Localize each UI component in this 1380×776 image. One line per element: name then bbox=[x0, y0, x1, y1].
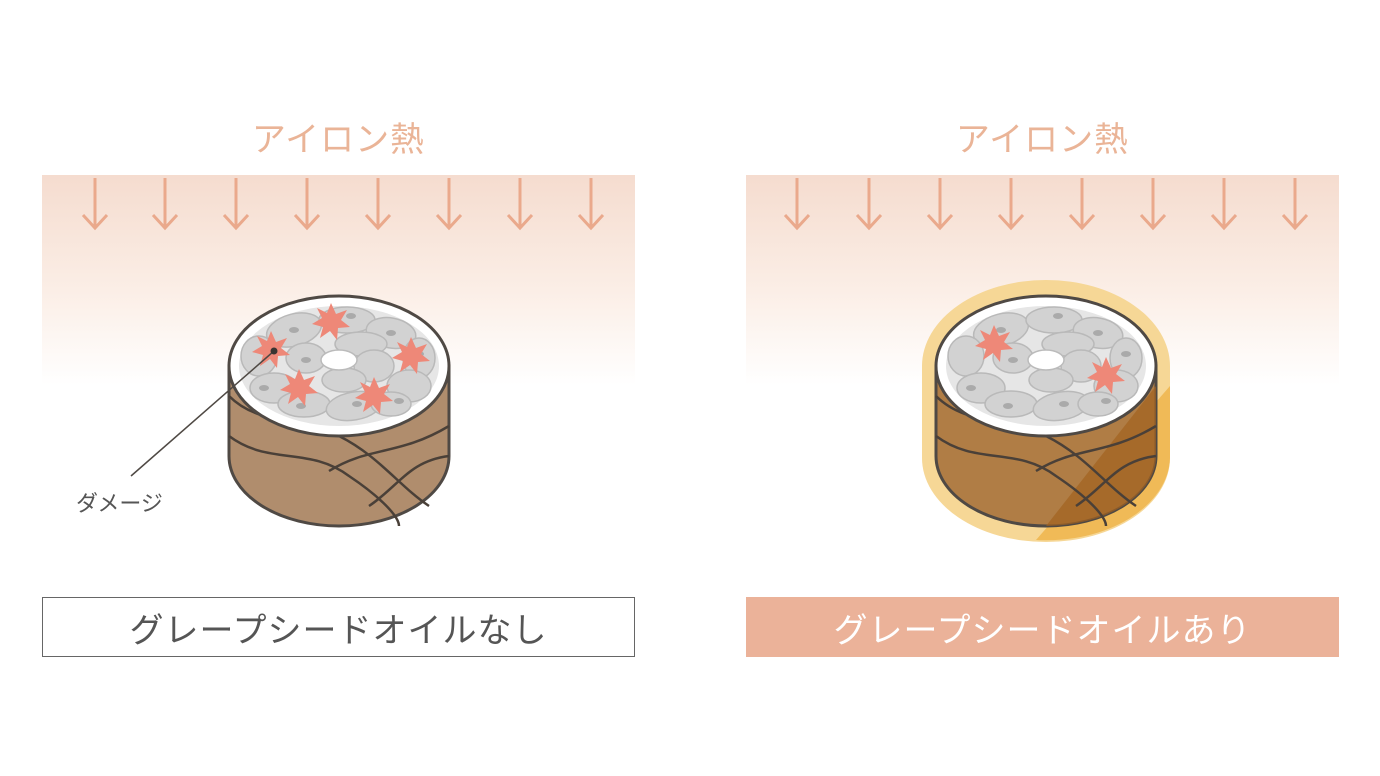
heat-title-right: アイロン熱 bbox=[955, 120, 1130, 160]
condition-label-with-oil: グレープシードオイルあり bbox=[746, 597, 1339, 657]
hair-cross-section-oiled bbox=[922, 280, 1170, 542]
damage-callout-label: ダメージ bbox=[76, 492, 163, 517]
heat-title-left: アイロン熱 bbox=[251, 120, 426, 160]
damage-callout-line bbox=[130, 347, 278, 477]
hair-cross-section-damaged bbox=[227, 294, 451, 528]
condition-label-without-oil: グレープシードオイルなし bbox=[42, 597, 635, 657]
